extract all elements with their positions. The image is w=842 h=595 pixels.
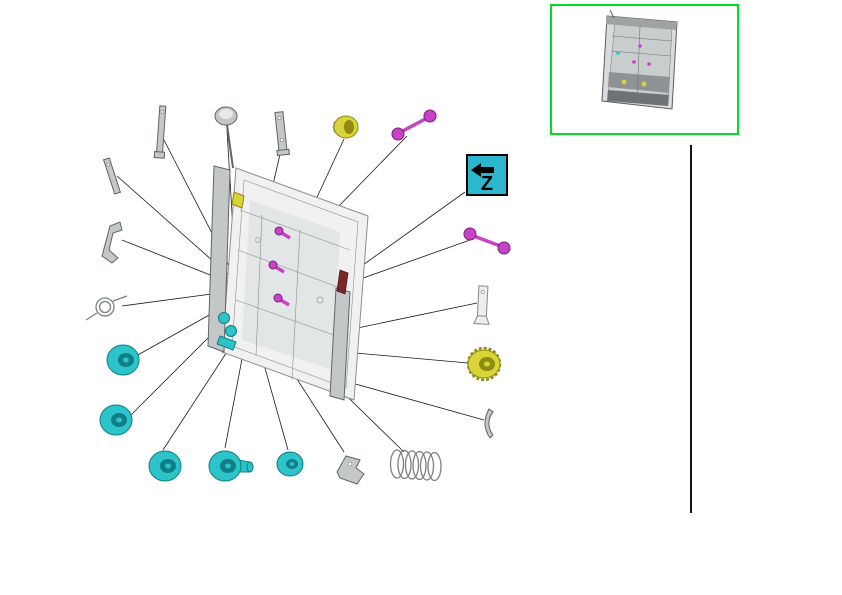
- callout-lines: [116, 129, 485, 453]
- cyan-gear-cluster-part[interactable]: [216, 312, 237, 351]
- z-label: Z: [481, 173, 493, 193]
- hook-part[interactable]: [484, 408, 494, 439]
- page-divider-line: [690, 145, 692, 513]
- panel-left-rail: [207, 165, 231, 353]
- panel-detail-lines: [235, 209, 351, 381]
- assembly-thumbnail[interactable]: [550, 4, 739, 135]
- left-strip-part[interactable]: [102, 157, 122, 195]
- callout-line: [347, 302, 478, 331]
- magenta-link-upper-part[interactable]: [391, 109, 437, 141]
- cyan-roller-left-upper[interactable]: [106, 344, 140, 376]
- yellow-clip-part[interactable]: [231, 191, 245, 209]
- magenta-pin-2[interactable]: [268, 260, 285, 274]
- callout-line: [162, 334, 239, 451]
- magenta-link-right-part[interactable]: [463, 227, 511, 255]
- bent-lever-part[interactable]: [101, 221, 123, 264]
- upper-bracket-part[interactable]: [273, 111, 290, 157]
- main-panel-assembly[interactable]: [207, 165, 369, 401]
- torsion-spring-part[interactable]: [85, 295, 128, 321]
- cyan-roller-left-lower[interactable]: [99, 404, 133, 436]
- callout-line: [343, 351, 469, 364]
- cap-pin-part[interactable]: [214, 106, 238, 169]
- bracket-strip-part[interactable]: [153, 105, 168, 159]
- roller-bracket-part[interactable]: [336, 455, 365, 485]
- callout-line: [333, 377, 485, 421]
- callout-line: [348, 191, 466, 276]
- coil-spring-part[interactable]: [389, 449, 442, 482]
- callout-line: [351, 239, 471, 283]
- cyan-roller-bottom-3[interactable]: [276, 451, 304, 477]
- back-arrow-icon: Z: [471, 163, 494, 193]
- sensor-part[interactable]: [336, 269, 349, 295]
- magenta-pin-1[interactable]: [274, 226, 291, 240]
- z-view-link-button[interactable]: Z: [466, 154, 508, 196]
- magenta-pin-3[interactable]: [273, 293, 290, 307]
- cyan-roller-bottom-2[interactable]: [208, 450, 254, 482]
- cyan-roller-bottom-1[interactable]: [148, 450, 182, 482]
- yellow-gear-part[interactable]: [466, 346, 502, 382]
- guide-bracket-part[interactable]: [473, 285, 491, 325]
- assembly-thumbnail-image: [601, 9, 678, 110]
- yellow-coupling-part[interactable]: [332, 115, 359, 139]
